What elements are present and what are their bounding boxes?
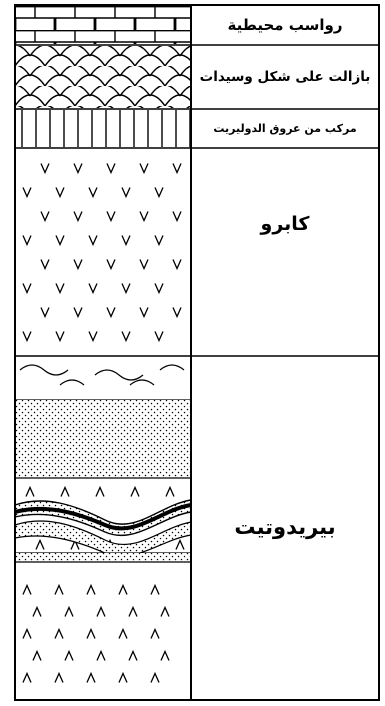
label-sediments-text: رواسب محيطية	[228, 16, 343, 34]
label-peridotite-text: بيريدوتيت	[234, 515, 335, 539]
sediments-pattern	[15, 6, 191, 44]
peridotite-pattern	[15, 356, 191, 700]
label-gabbro: كابرو	[193, 149, 377, 299]
thin-dotted-band	[15, 553, 191, 562]
dike-complex-pattern	[15, 110, 191, 147]
gabbro-pattern-bg	[15, 148, 191, 355]
label-peridotite: بيريدوتيت	[193, 357, 377, 697]
dotted-layer	[15, 400, 191, 478]
label-dike-complex: مركب من عروق الدوليريت	[193, 110, 377, 147]
label-pillow-basalt-text: بازالت على شكل وسيدات	[200, 69, 371, 85]
label-gabbro-text: كابرو	[261, 213, 310, 235]
pillow-basalt-pattern	[15, 46, 191, 108]
label-pillow-basalt: بازالت على شكل وسيدات	[193, 46, 377, 108]
pattern-column	[15, 6, 191, 700]
label-dike-complex-text: مركب من عروق الدوليريت	[213, 122, 356, 135]
label-sediments: رواسب محيطية	[193, 6, 377, 44]
